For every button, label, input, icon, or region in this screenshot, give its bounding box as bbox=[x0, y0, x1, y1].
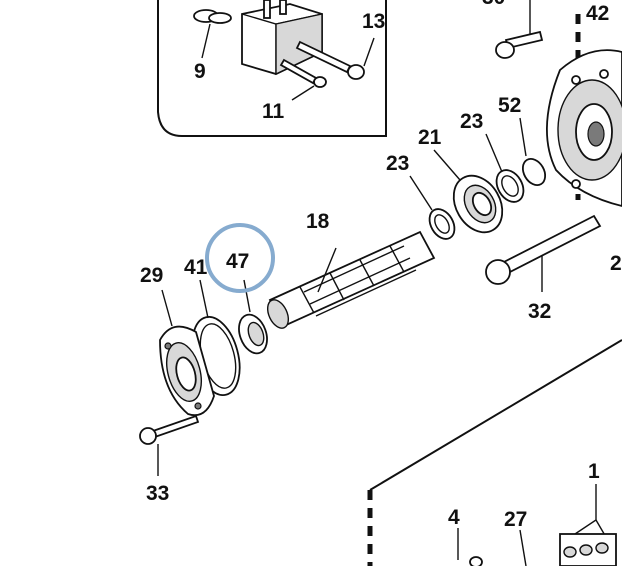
lower-inset bbox=[367, 339, 622, 566]
label-part-41: 41 bbox=[184, 256, 208, 279]
label-part-18: 18 bbox=[306, 210, 330, 233]
ring-47 bbox=[238, 279, 268, 355]
bearing-seal-stack bbox=[409, 117, 547, 240]
valve-cluster bbox=[559, 533, 617, 566]
label-part-4: 4 bbox=[448, 506, 460, 529]
shaft-18 bbox=[266, 230, 436, 329]
label-part-52: 52 bbox=[498, 94, 521, 117]
motor-housing-group bbox=[495, 0, 622, 207]
valve-block-inset bbox=[157, 0, 387, 137]
label-part-23-upper: 23 bbox=[460, 110, 483, 133]
label-part-9: 9 bbox=[194, 60, 206, 83]
label-part-2: 2 bbox=[610, 252, 622, 275]
label-part-42: 42 bbox=[586, 2, 609, 25]
bolt-32 bbox=[485, 214, 602, 292]
highlight-circle bbox=[205, 223, 275, 293]
label-part-27: 27 bbox=[504, 508, 527, 531]
label-part-23-lower: 23 bbox=[386, 152, 409, 175]
cover-29 bbox=[159, 289, 215, 417]
label-part-33: 33 bbox=[146, 482, 169, 505]
label-part-29: 29 bbox=[140, 264, 163, 287]
label-part-32: 32 bbox=[528, 300, 551, 323]
label-part-21: 21 bbox=[418, 126, 442, 149]
label-part-1: 1 bbox=[588, 460, 600, 483]
label-part-11: 11 bbox=[262, 100, 285, 123]
label-part-47: 47 bbox=[226, 250, 249, 273]
bolt-33 bbox=[139, 414, 200, 476]
label-part-30: 30 bbox=[482, 0, 505, 9]
label-part-13: 13 bbox=[362, 10, 385, 33]
